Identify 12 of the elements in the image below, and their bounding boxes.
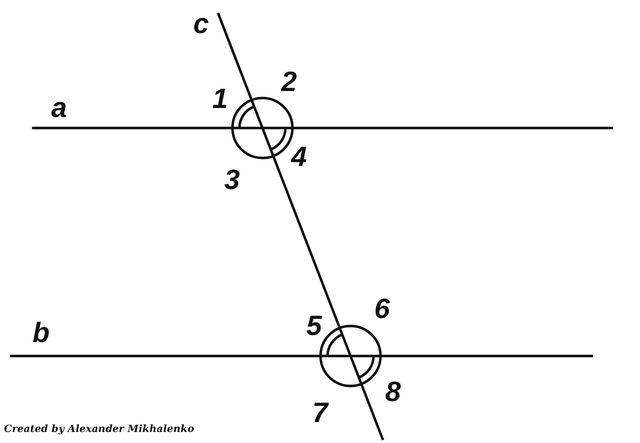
line-label: a bbox=[51, 94, 67, 122]
angle-number: 2 bbox=[281, 68, 297, 96]
angle-number: 7 bbox=[312, 399, 328, 427]
angle-number: 8 bbox=[385, 378, 401, 406]
credit-text: Created by Alexander Mikhalenko bbox=[4, 425, 194, 435]
angle-number: 6 bbox=[374, 295, 390, 323]
angle-number: 1 bbox=[212, 85, 228, 113]
line-label: c bbox=[193, 10, 209, 38]
angle-number: 3 bbox=[224, 166, 240, 194]
angle-number: 4 bbox=[291, 143, 307, 171]
line-label: b bbox=[32, 319, 50, 347]
angle-number: 5 bbox=[306, 312, 322, 340]
